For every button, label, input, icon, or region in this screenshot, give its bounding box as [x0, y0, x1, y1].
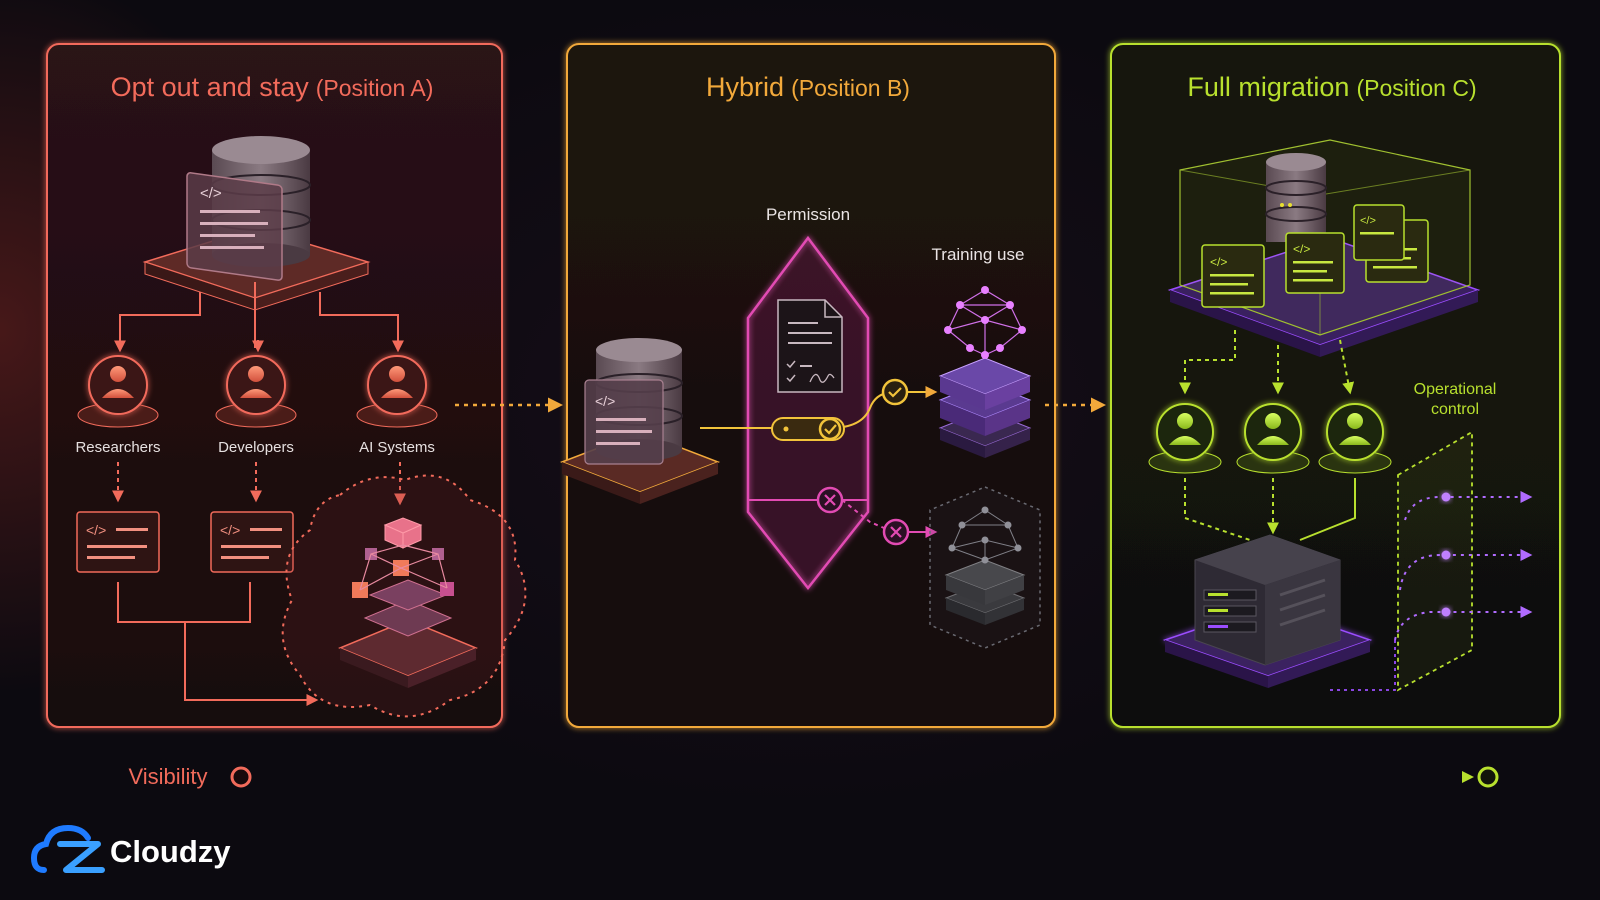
- brand-name: Cloudzy: [110, 834, 231, 869]
- user-icon: [1236, 403, 1310, 474]
- user-label: AI Systems: [359, 439, 435, 456]
- panel-a-title: Opt out and stay(Position A): [111, 72, 434, 102]
- svg-text:</>: </>: [200, 185, 222, 202]
- visibility-end-node: [1477, 766, 1499, 788]
- code-card-icon: </>: [186, 172, 283, 281]
- code-card-icon: </>: [76, 511, 160, 573]
- visibility-scale: Visibility: [128, 764, 1499, 789]
- svg-text:</>: </>: [1293, 242, 1310, 256]
- brand-logo: Cloudzy: [30, 824, 231, 873]
- migrated-workspace-icon: </> </> </> </>: [1167, 139, 1481, 357]
- svg-text:</>: </>: [1210, 255, 1227, 269]
- visibility-label: Visibility: [128, 764, 207, 789]
- operational-control-label: Operational: [1414, 381, 1497, 398]
- check-icon: [881, 378, 909, 406]
- control-gate: [1397, 430, 1473, 692]
- panel-b-title: Hybrid(Position B): [706, 72, 910, 102]
- user-label: Developers: [218, 439, 294, 456]
- branch-connector: [119, 282, 399, 348]
- database-icon: </>: [559, 338, 721, 504]
- user-ai-systems: AI Systems: [356, 355, 438, 456]
- user-icon: [1318, 403, 1392, 474]
- cloudzy-logo-icon: [30, 824, 105, 873]
- excluded-model-icon: [929, 486, 1041, 649]
- svg-text:</>: </>: [595, 393, 615, 409]
- user-icon: [1148, 403, 1222, 474]
- server-icon: [1162, 534, 1373, 688]
- svg-text:</>: </>: [220, 522, 240, 538]
- user-researchers: Researchers: [75, 355, 161, 456]
- panel-c-title: Full migration(Position C): [1187, 72, 1476, 102]
- person-icon: [389, 366, 405, 382]
- panel-position-b: Hybrid(Position B) Permission Training u…: [559, 43, 1056, 728]
- check-icon: [818, 417, 842, 441]
- user-label: Researchers: [75, 439, 160, 456]
- ai-stack-icon: [338, 517, 478, 688]
- code-card-icon: </>: [210, 511, 294, 573]
- permission-label: Permission: [766, 205, 850, 224]
- visibility-start-node: [230, 766, 252, 788]
- person-icon: [248, 366, 264, 382]
- training-use-label: Training use: [932, 245, 1025, 264]
- training-model-icon: [938, 286, 1032, 458]
- operational-control-label-line2: control: [1431, 401, 1479, 418]
- document-icon: [777, 299, 843, 393]
- panel-position-c: Full migration(Position C) </> </>: [1110, 43, 1561, 728]
- user-developers: Developers: [215, 355, 297, 456]
- panel-position-a: Opt out and stay(Position A) </>: [46, 43, 527, 728]
- person-icon: [110, 366, 126, 382]
- svg-text:</>: </>: [1360, 215, 1376, 227]
- svg-text:</>: </>: [86, 522, 106, 538]
